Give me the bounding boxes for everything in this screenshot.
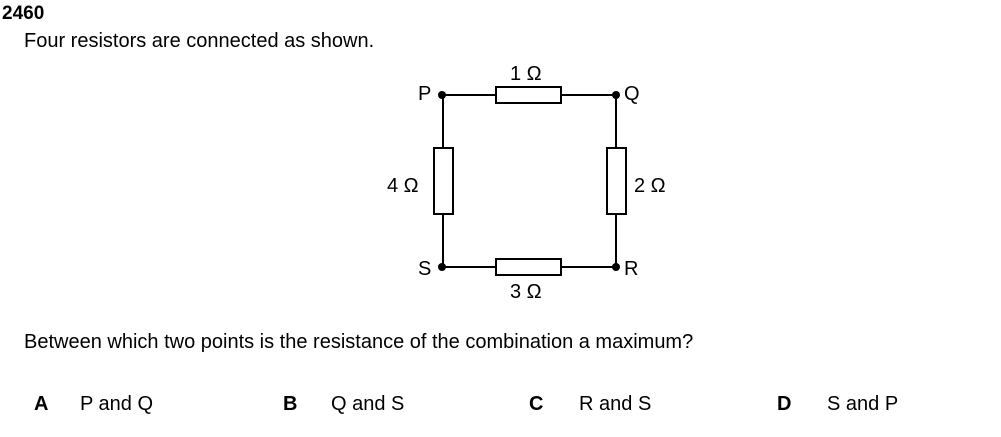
- resistor-rs: [495, 258, 562, 276]
- label-r: R: [624, 258, 638, 280]
- option-c[interactable]: C R and S: [529, 393, 651, 416]
- resistor-qr: [606, 147, 627, 215]
- question-number: 2460: [2, 3, 45, 24]
- question-text: Between which two points is the resistan…: [24, 331, 694, 353]
- option-text: S and P: [827, 393, 899, 415]
- label-resistor-sp: 4 Ω: [387, 175, 419, 197]
- option-letter: B: [283, 393, 298, 415]
- label-p: P: [418, 83, 431, 105]
- label-resistor-qr: 2 Ω: [634, 175, 666, 197]
- node-p: [438, 91, 446, 99]
- label-resistor-rs: 3 Ω: [510, 281, 542, 303]
- option-text: Q and S: [331, 393, 405, 415]
- option-text: R and S: [579, 393, 652, 415]
- option-text: P and Q: [80, 393, 154, 415]
- label-s: S: [418, 258, 431, 280]
- node-r: [612, 263, 620, 271]
- node-s: [438, 263, 446, 271]
- option-letter: A: [34, 393, 49, 415]
- label-q: Q: [624, 83, 640, 105]
- option-b[interactable]: B Q and S: [283, 393, 404, 416]
- resistor-pq: [495, 86, 562, 104]
- label-resistor-pq: 1 Ω: [510, 63, 542, 85]
- question-intro: Four resistors are connected as shown.: [24, 30, 375, 52]
- option-letter: C: [529, 393, 544, 415]
- resistor-sp: [433, 147, 454, 215]
- option-d[interactable]: D S and P: [777, 393, 898, 416]
- option-letter: D: [777, 393, 792, 415]
- option-a[interactable]: A P and Q: [34, 393, 153, 416]
- node-q: [612, 91, 620, 99]
